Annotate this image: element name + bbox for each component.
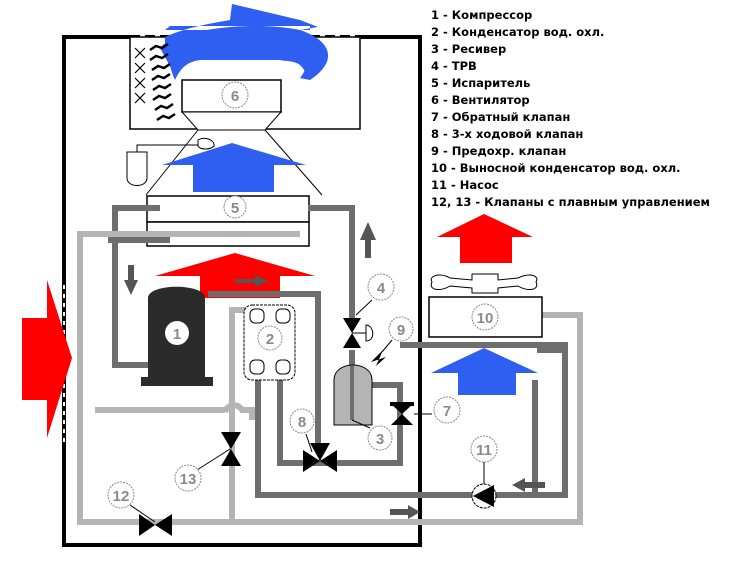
- safety-valve: 9: [371, 316, 414, 366]
- louver-grille: [134, 47, 146, 104]
- remote-condenser-label: 10: [477, 310, 494, 327]
- valve-12-label: 12: [113, 488, 130, 505]
- legend-item: 9 - Предохр. клапан: [431, 144, 567, 158]
- compressor: 1: [141, 286, 213, 386]
- remote-condenser: 10: [428, 296, 543, 338]
- heater-coils: [149, 42, 176, 122]
- pipe-crossover: [222, 402, 246, 414]
- legend-item: 3 - Ресивер: [431, 42, 507, 56]
- check-valve: 7: [390, 396, 461, 425]
- valve-13-label: 13: [180, 471, 197, 488]
- legend-item: 11 - Насос: [431, 178, 499, 192]
- hot-air-exhaust-arrow: [437, 214, 533, 263]
- compressor-label: 1: [173, 326, 181, 343]
- hot-air-arrow-inner: [155, 253, 315, 298]
- receiver-label: 3: [376, 431, 384, 448]
- valve-13: 13: [174, 432, 241, 492]
- remote-fan: [430, 273, 538, 294]
- pump-label: 11: [476, 442, 492, 459]
- legend-item: 12, 13 - Клапаны с плавным управлением: [431, 195, 710, 209]
- fan-label: 6: [231, 88, 239, 105]
- three-way-valve-label: 8: [298, 414, 306, 431]
- legend-item: 10 - Выносной конденсатор вод. охл.: [431, 161, 681, 175]
- condenser: 2: [243, 304, 296, 381]
- txv: 4: [343, 273, 395, 348]
- three-way-valve: 8: [289, 408, 337, 472]
- valve-12: 12: [107, 481, 172, 536]
- cold-air-arrow: [162, 143, 306, 192]
- safety-valve-label: 9: [397, 322, 405, 339]
- check-valve-label: 7: [443, 403, 451, 420]
- evaporator-label: 5: [231, 200, 239, 217]
- condenser-label: 2: [266, 331, 274, 348]
- legend-item: 4 - ТРВ: [431, 59, 477, 73]
- legend-item: 2 - Конденсатор вод. охл.: [431, 25, 605, 39]
- pump: 11: [470, 435, 498, 509]
- legend: 1 - Компрессор 2 - Конденсатор вод. охл.…: [431, 7, 710, 211]
- flow-arrows: [124, 222, 545, 519]
- fan: 6: [180, 79, 283, 131]
- legend-item: 8 - 3-х ходовой клапан: [431, 127, 584, 141]
- remote-refrigerant-pipe: [400, 342, 568, 495]
- cold-air-swirl: [160, 26, 329, 80]
- thermostat-bulb: [126, 137, 215, 186]
- txv-label: 4: [377, 280, 386, 297]
- cold-air-arrow-remote: [431, 348, 538, 395]
- refrigerant-pipes: [108, 205, 568, 498]
- receiver: 3: [333, 364, 393, 451]
- hot-air-intake-arrow: [22, 280, 72, 438]
- legend-item: 5 - Испаритель: [431, 76, 531, 90]
- legend-item: 7 - Обратный клапан: [431, 110, 571, 124]
- evaporator: 5: [146, 195, 310, 247]
- legend-item: 1 - Компрессор: [431, 8, 533, 22]
- legend-item: 6 - Вентилятор: [431, 93, 530, 107]
